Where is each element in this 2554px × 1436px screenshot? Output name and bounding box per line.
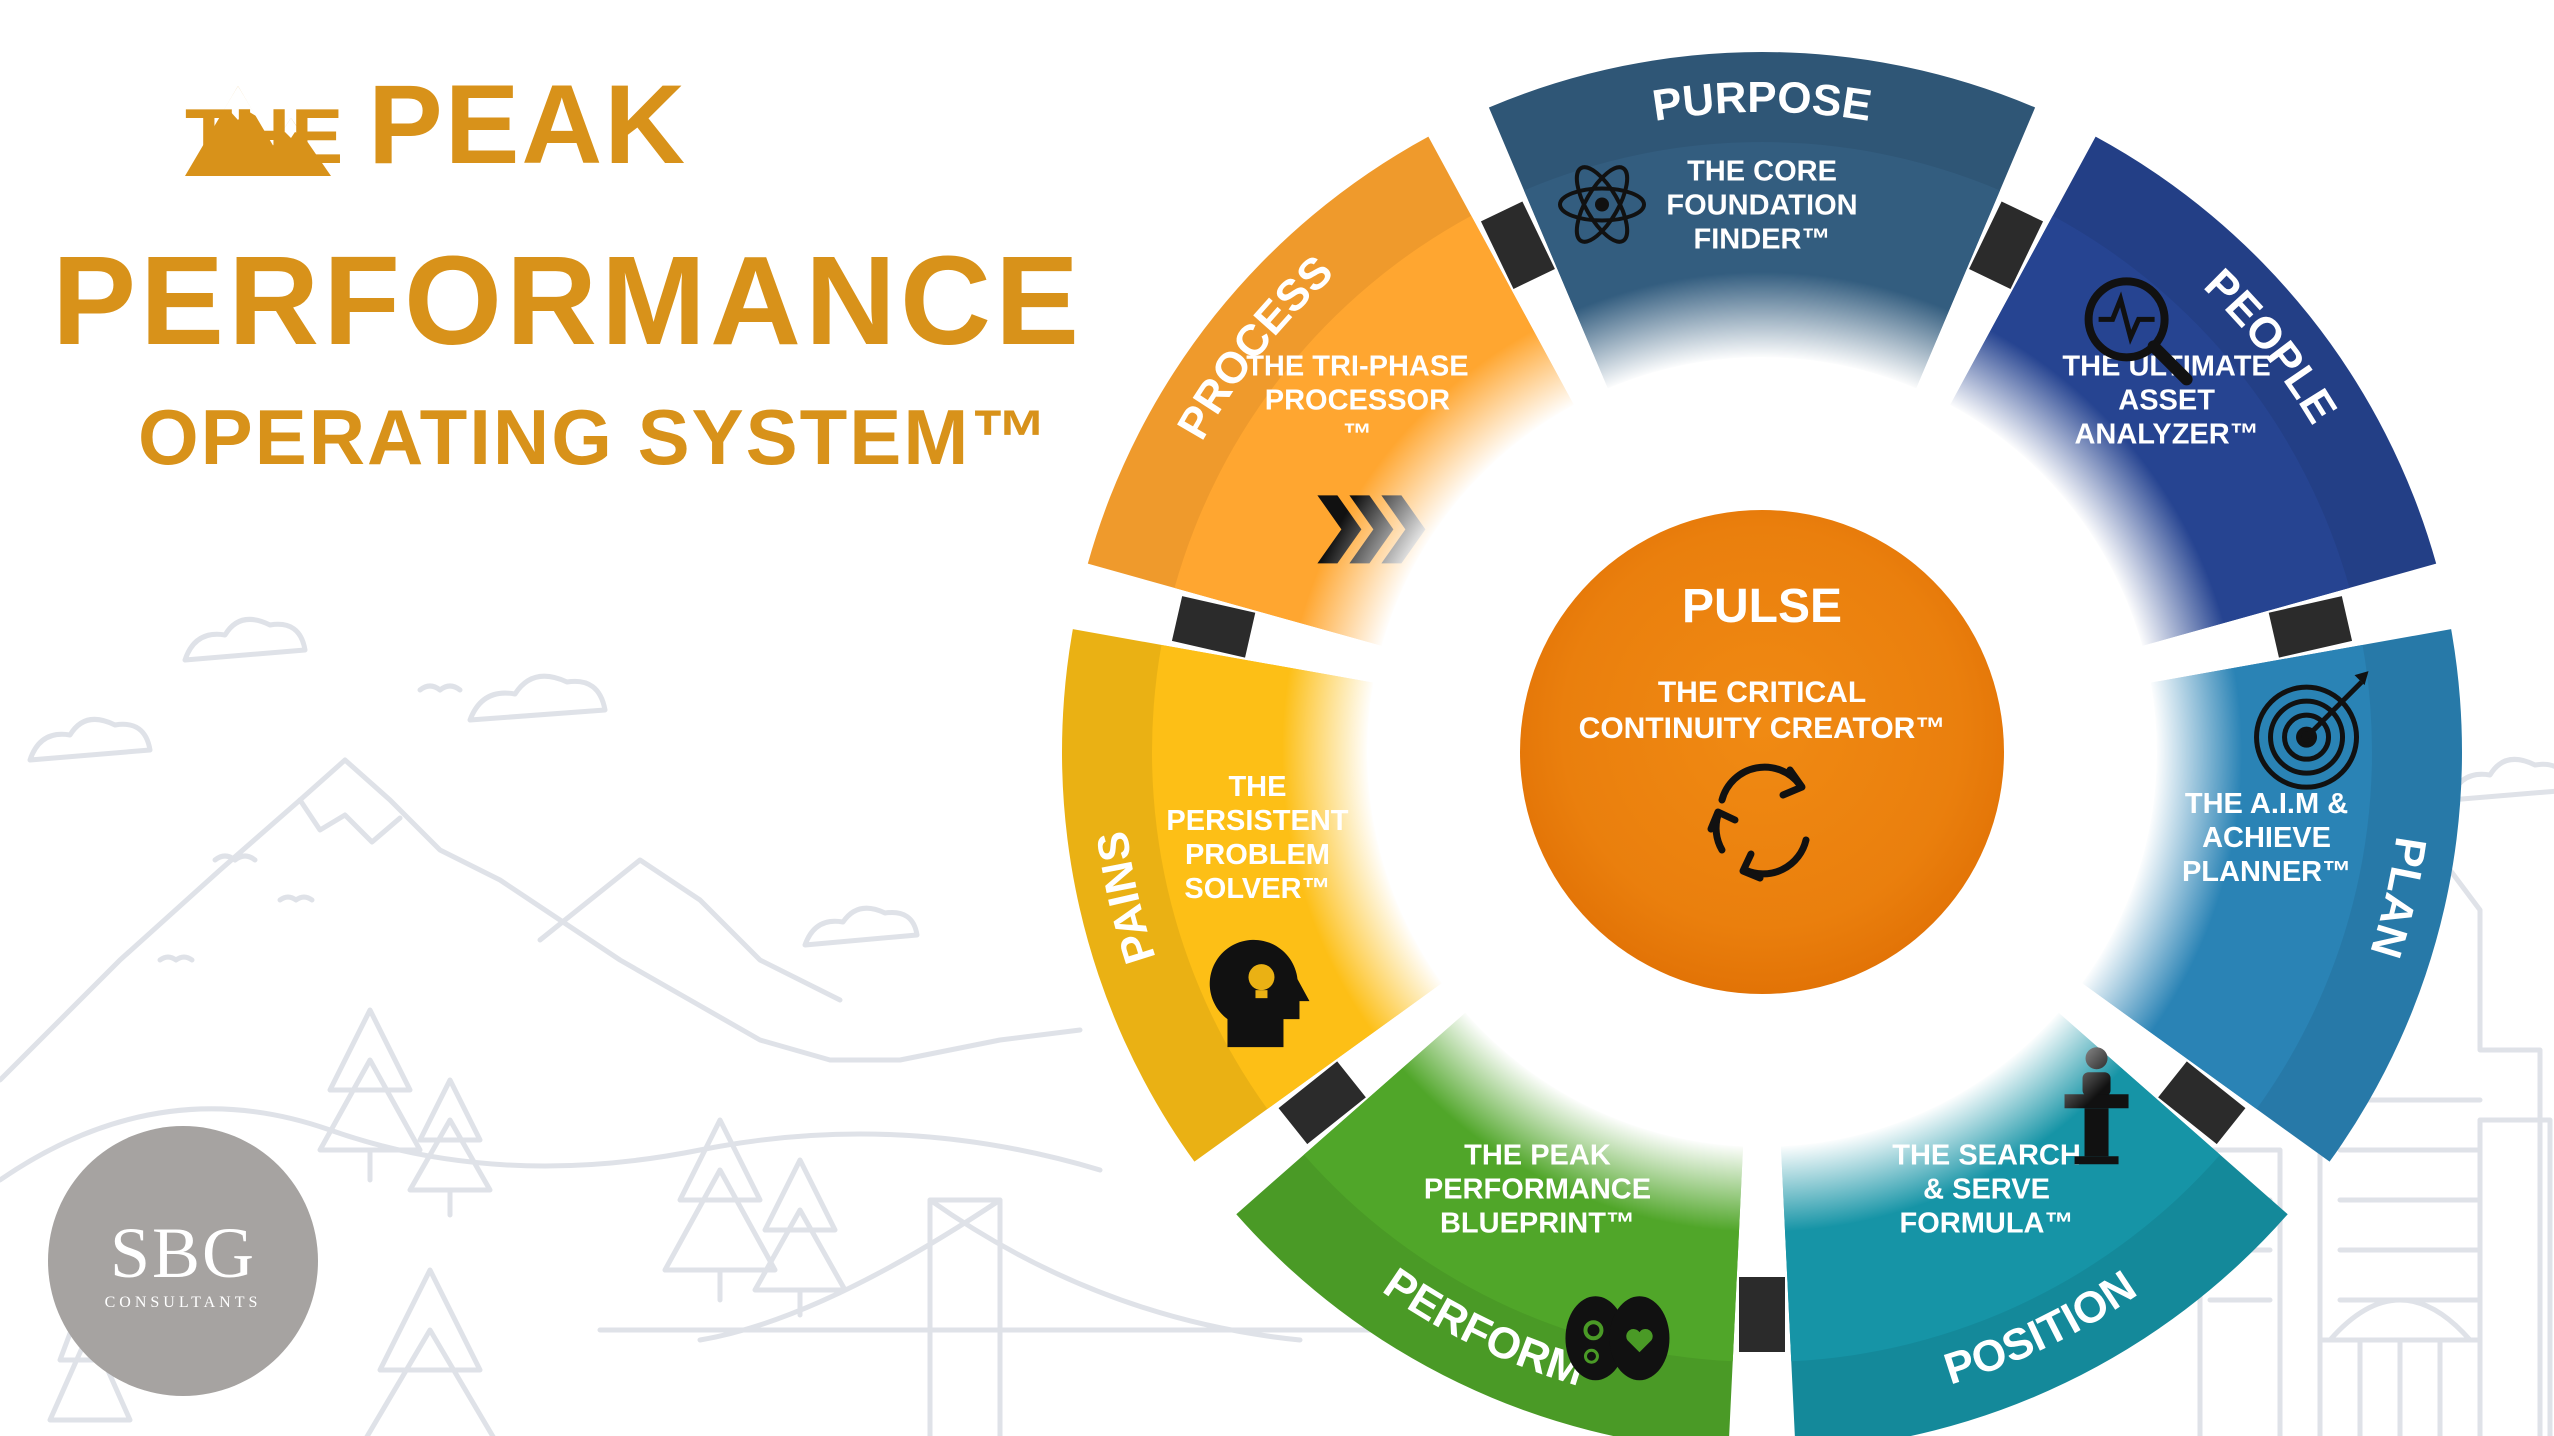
- segment-pains-description: THE: [1228, 771, 1286, 803]
- sbg-logo-subtitle: CONSULTANTS: [104, 1294, 262, 1311]
- segment-purpose-description: THE CORE: [1687, 156, 1837, 188]
- segment-connector: [2158, 1061, 2246, 1145]
- tree-outline: [662, 1117, 778, 1303]
- segment-connector: [1480, 201, 1555, 289]
- cloud-outline: [802, 905, 920, 948]
- segment-perform[interactable]: PERFORMTHE PEAKPERFORMANCEBLUEPRINT™: [1236, 1012, 1744, 1436]
- brand-title-peak: PEAK: [368, 62, 688, 187]
- brand-title-performance: PERFORMANCE: [52, 230, 1084, 371]
- mountain-outline: [0, 757, 1083, 1083]
- pulse-subtitle-line1: THE CRITICAL: [1658, 676, 1866, 709]
- tree-outline: [407, 1077, 493, 1218]
- segment-process-description: ™: [1343, 418, 1372, 450]
- segment-connector: [1171, 596, 1256, 658]
- tree-outline: [317, 1007, 423, 1183]
- brain-gears-heart-icon: [1565, 1296, 1670, 1381]
- segment-purpose-description: FOUNDATION: [1666, 190, 1857, 222]
- tree-outline: [364, 1267, 496, 1436]
- cloud-outline: [2447, 756, 2554, 803]
- segment-position-description: FORMULA™: [1900, 1207, 2074, 1239]
- bird-outline: [157, 954, 195, 963]
- pulse-subtitle-line2: CONTINUITY CREATOR™: [1579, 712, 1946, 745]
- brand-title-operating-system: OPERATING SYSTEM™: [138, 393, 1051, 481]
- cloud-outline: [467, 673, 608, 723]
- brand-title-the: THE: [185, 92, 344, 180]
- segment-perform-inner-band: [1303, 1012, 1744, 1362]
- pulse-title: PULSE: [1682, 580, 1842, 633]
- pulse-center-circle: [1520, 510, 2004, 994]
- head-lightbulb-icon: [1209, 939, 1310, 1048]
- segment-process-description: PROCESSOR: [1265, 384, 1450, 416]
- segment-connector: [1969, 201, 2044, 289]
- building-dome-outline: [2317, 1297, 2483, 1436]
- brand-title-line1: THE PEAK: [185, 60, 687, 189]
- mountain-snowcap: [297, 797, 403, 845]
- segment-process-description: THE TRI-PHASE: [1246, 350, 1468, 382]
- target-icon: [2254, 671, 2369, 790]
- bird-outline: [212, 853, 258, 863]
- cloud-outline: [182, 616, 308, 663]
- refresh-cycle-icon: [1707, 763, 1810, 882]
- segment-process-inner-band: [1174, 215, 1574, 646]
- segment-people-description: ASSET: [2118, 384, 2215, 416]
- magnifier-pulse-icon: [2084, 277, 2193, 386]
- bird-outline: [417, 683, 463, 693]
- bridge-outline: [597, 1197, 1403, 1436]
- sbg-logo-name: SBG: [109, 1213, 257, 1293]
- bird-outline: [277, 894, 315, 903]
- segment-connector: [2268, 596, 2353, 658]
- hill-outline: [0, 1106, 1103, 1183]
- atom-icon: [1558, 165, 1646, 244]
- segment-connector: [1278, 1061, 1366, 1145]
- sbg-consultants-logo: SBG CONSULTANTS: [48, 1126, 318, 1396]
- mountain-icon: [185, 86, 331, 176]
- segment-people-inner-band: [1950, 215, 2350, 646]
- segment-perform-description: BLUEPRINT™: [1440, 1207, 1635, 1239]
- segment-purpose-description: FINDER™: [1694, 224, 1831, 256]
- cloud-outline: [27, 716, 153, 763]
- segment-purpose-label: PURPOSE: [1649, 73, 1875, 131]
- mountain-back-outline: [537, 857, 843, 1003]
- tree-outline: [752, 1157, 848, 1318]
